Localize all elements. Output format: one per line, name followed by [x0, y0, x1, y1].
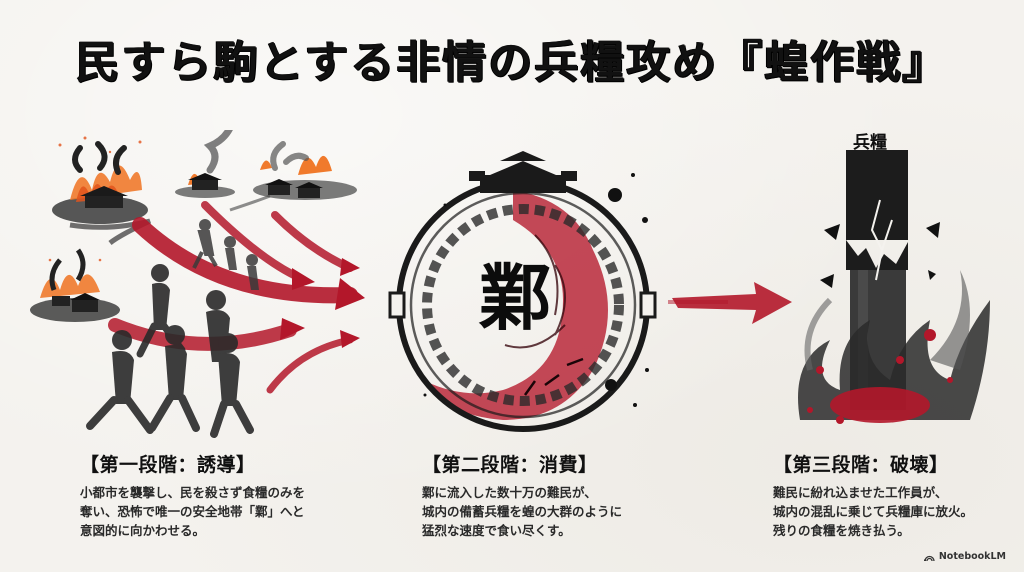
- stage-1-line: 奪い、恐怖で唯一の安全地帯「鄴」へと: [80, 504, 305, 519]
- stage-3-line: 城内の混乱に乗じて兵糧庫に放火。: [773, 504, 974, 519]
- burning-village-icon: [30, 248, 120, 322]
- stage-3-heading: 【第三段階：破壊】: [773, 454, 949, 476]
- running-refugee-icon: [86, 264, 254, 438]
- city-name-ye: 鄴: [478, 255, 551, 340]
- notebooklm-logo-icon: [923, 555, 935, 561]
- stage3-illustration: [780, 120, 1000, 445]
- locust-swarm-icon: [423, 190, 608, 420]
- stage-1-line: 意図的に向かわせる。: [80, 523, 206, 538]
- crack-icon: [870, 199, 893, 281]
- granary-label: 兵糧: [853, 133, 887, 153]
- burning-village-icon: [175, 130, 235, 198]
- running-refugee-icon: [192, 219, 259, 290]
- stage-2-line: 城内の備蓄兵糧を蝗の大群のように: [422, 504, 623, 519]
- red-brush-arrow-icon: [668, 282, 792, 324]
- stage-3-line: 難民に紛れ込ませた工作員が、: [773, 485, 948, 500]
- transition-arrow: [668, 272, 798, 332]
- stage-2-heading: 【第二段階：消費】: [422, 454, 598, 476]
- burning-village-icon: [229, 141, 357, 212]
- stage-2-line: 鄴に流入した数十万の難民が、: [422, 485, 597, 500]
- stage-2-line: 猛烈な速度で食い尽くす。: [422, 523, 571, 538]
- stage-1-line: 小都市を襲撃し、民を殺さず食糧のみを: [80, 485, 306, 500]
- flame-icon: [798, 270, 990, 420]
- stage-2-description: 【第二段階：消費】 鄴に流入した数十万の難民が、 城内の備蓄兵糧を蝗の大群のよう…: [422, 450, 622, 540]
- stage-3-line: 残りの食糧を焼き払う。: [773, 523, 910, 538]
- ink-splatter: [423, 173, 649, 407]
- stage-1-heading: 【第一段階：誘導】: [80, 454, 256, 476]
- stage1-illustration: [30, 130, 380, 440]
- notebooklm-watermark: NotebookLM: [923, 551, 1006, 562]
- red-splatter: [807, 329, 953, 424]
- stage-1-description: 【第一段階：誘導】 小都市を襲撃し、民を殺さず食糧のみを 奪い、恐怖で唯一の安全…: [80, 450, 305, 540]
- brand-label: NotebookLM: [938, 551, 1006, 562]
- burning-village-icon: [52, 141, 152, 245]
- stage-3-description: 【第三段階：破壊】 難民に紛れ込ませた工作員が、 城内の混乱に乗じて兵糧庫に放火…: [773, 450, 973, 540]
- debris: [820, 222, 940, 288]
- gate-tower-icon: [469, 151, 577, 193]
- page-title: 民すら駒とする非情の兵糧攻め『蝗作戦』: [75, 37, 949, 88]
- arrowheads: [280, 258, 365, 348]
- stage2-illustration: [385, 145, 660, 440]
